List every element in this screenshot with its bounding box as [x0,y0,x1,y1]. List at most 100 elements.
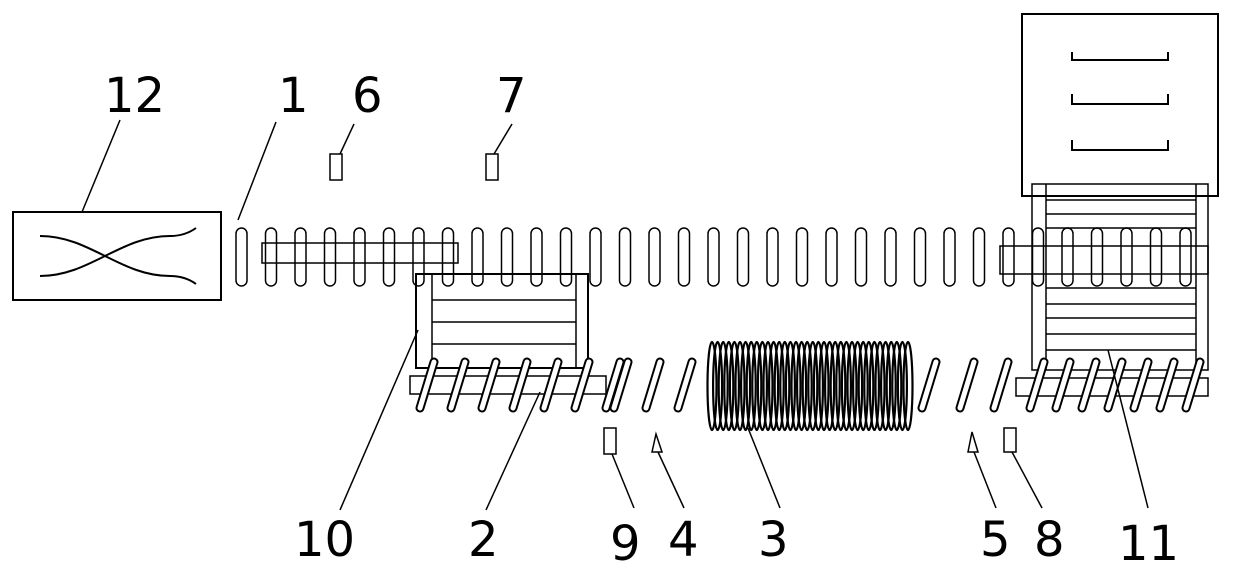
lower-roller-inner [919,359,939,411]
upper-roller [618,227,632,287]
lower-roller-inner [448,359,468,411]
coil-turn [711,340,724,432]
coil-turn [784,340,797,432]
left-frame [415,273,589,369]
coil-turn [751,340,763,432]
upper-roller [707,227,720,287]
upper-roller [736,227,750,287]
coil-turn [728,340,741,432]
coil-turn [756,340,769,432]
coil-turn [823,340,836,432]
coil-turn [840,340,853,432]
label-10: 10 [294,512,355,568]
upper-roller [382,227,396,287]
coil-turn [835,340,847,432]
upper-roller [1149,227,1163,287]
coil-turn [812,340,825,432]
drive-unit [12,211,222,301]
upper-roller [943,227,956,287]
lower-roller-inner [510,359,530,411]
label-1: 1 [278,68,309,124]
label-7: 7 [496,68,527,124]
upper-roller [1179,227,1192,287]
coil-turn [795,340,808,432]
coil-turn [874,340,886,432]
lower-roller-inner [417,359,437,411]
lower-roller-inner [1183,359,1203,411]
lower-roller-inner [1105,359,1125,411]
upper-roller [825,227,838,287]
upper-roller [795,227,809,287]
upper-roller [884,227,897,287]
upper-roller [1002,227,1015,287]
coil-turn [767,340,780,432]
upper-roller [471,227,484,287]
upper-roller [854,227,868,287]
right-storage-cabinet [1021,13,1219,197]
lower-roller-inner [603,359,623,411]
upper-roller [1090,227,1104,287]
lower-roller-inner [643,359,663,411]
sensor-6 [329,153,343,181]
upper-roller [972,227,986,287]
upper-roller [589,227,602,287]
sensor-8 [1003,427,1017,453]
coil-turn [829,340,841,432]
coil-turn [723,340,735,432]
coil-turn [739,340,752,432]
coil-turn [885,340,897,432]
upper-roller-row [235,227,1192,287]
lower-left-support-bar [409,375,607,395]
lower-roller-inner [1131,359,1151,411]
upper-roller [1120,227,1133,287]
label-9: 9 [610,516,641,572]
upper-left-guide-bar [261,242,459,264]
upper-roller [559,227,573,287]
coil-turn [790,340,802,432]
lower-roller-inner [611,359,631,411]
lower-roller-inner [1157,359,1177,411]
coil-turn [807,340,819,432]
coil-turn [851,340,864,432]
spring-coil [706,340,914,432]
coil-turn [896,340,909,432]
coil-turn [846,340,858,432]
upper-roller [913,227,927,287]
lower-roller-inner [1053,359,1073,411]
sensor-4 [651,431,664,453]
coil-turn [801,340,813,432]
coil-turn [773,340,785,432]
label-12: 12 [104,68,165,124]
upper-roller [1031,227,1045,287]
coil-turn [857,340,869,432]
upper-roller [412,227,425,287]
upper-roller [235,227,248,287]
lower-roller-inner [572,359,592,411]
upper-roller [1061,227,1074,287]
upper-roller [441,227,455,287]
label-11: 11 [1118,516,1179,572]
lower-roller-inner [1027,359,1047,411]
label-8: 8 [1034,512,1065,568]
right-frame [999,183,1209,371]
coil-turn [891,340,903,432]
coil-turn [902,340,914,432]
upper-roller [264,227,278,287]
coil-turn [779,340,791,432]
lower-roller-inner [479,359,499,411]
label-2: 2 [468,512,499,568]
label-5: 5 [980,512,1011,568]
coil-turn [762,340,774,432]
label-3: 3 [758,512,789,568]
coil-turn [745,340,757,432]
sensor-9 [603,427,617,455]
upper-roller [766,227,779,287]
lower-roller-inner [541,359,561,411]
upper-roller [677,227,691,287]
sensor-5 [967,431,980,453]
lower-roller-row [415,357,1205,413]
upper-roller [323,227,337,287]
upper-roller [530,227,543,287]
coil-turn [868,340,881,432]
